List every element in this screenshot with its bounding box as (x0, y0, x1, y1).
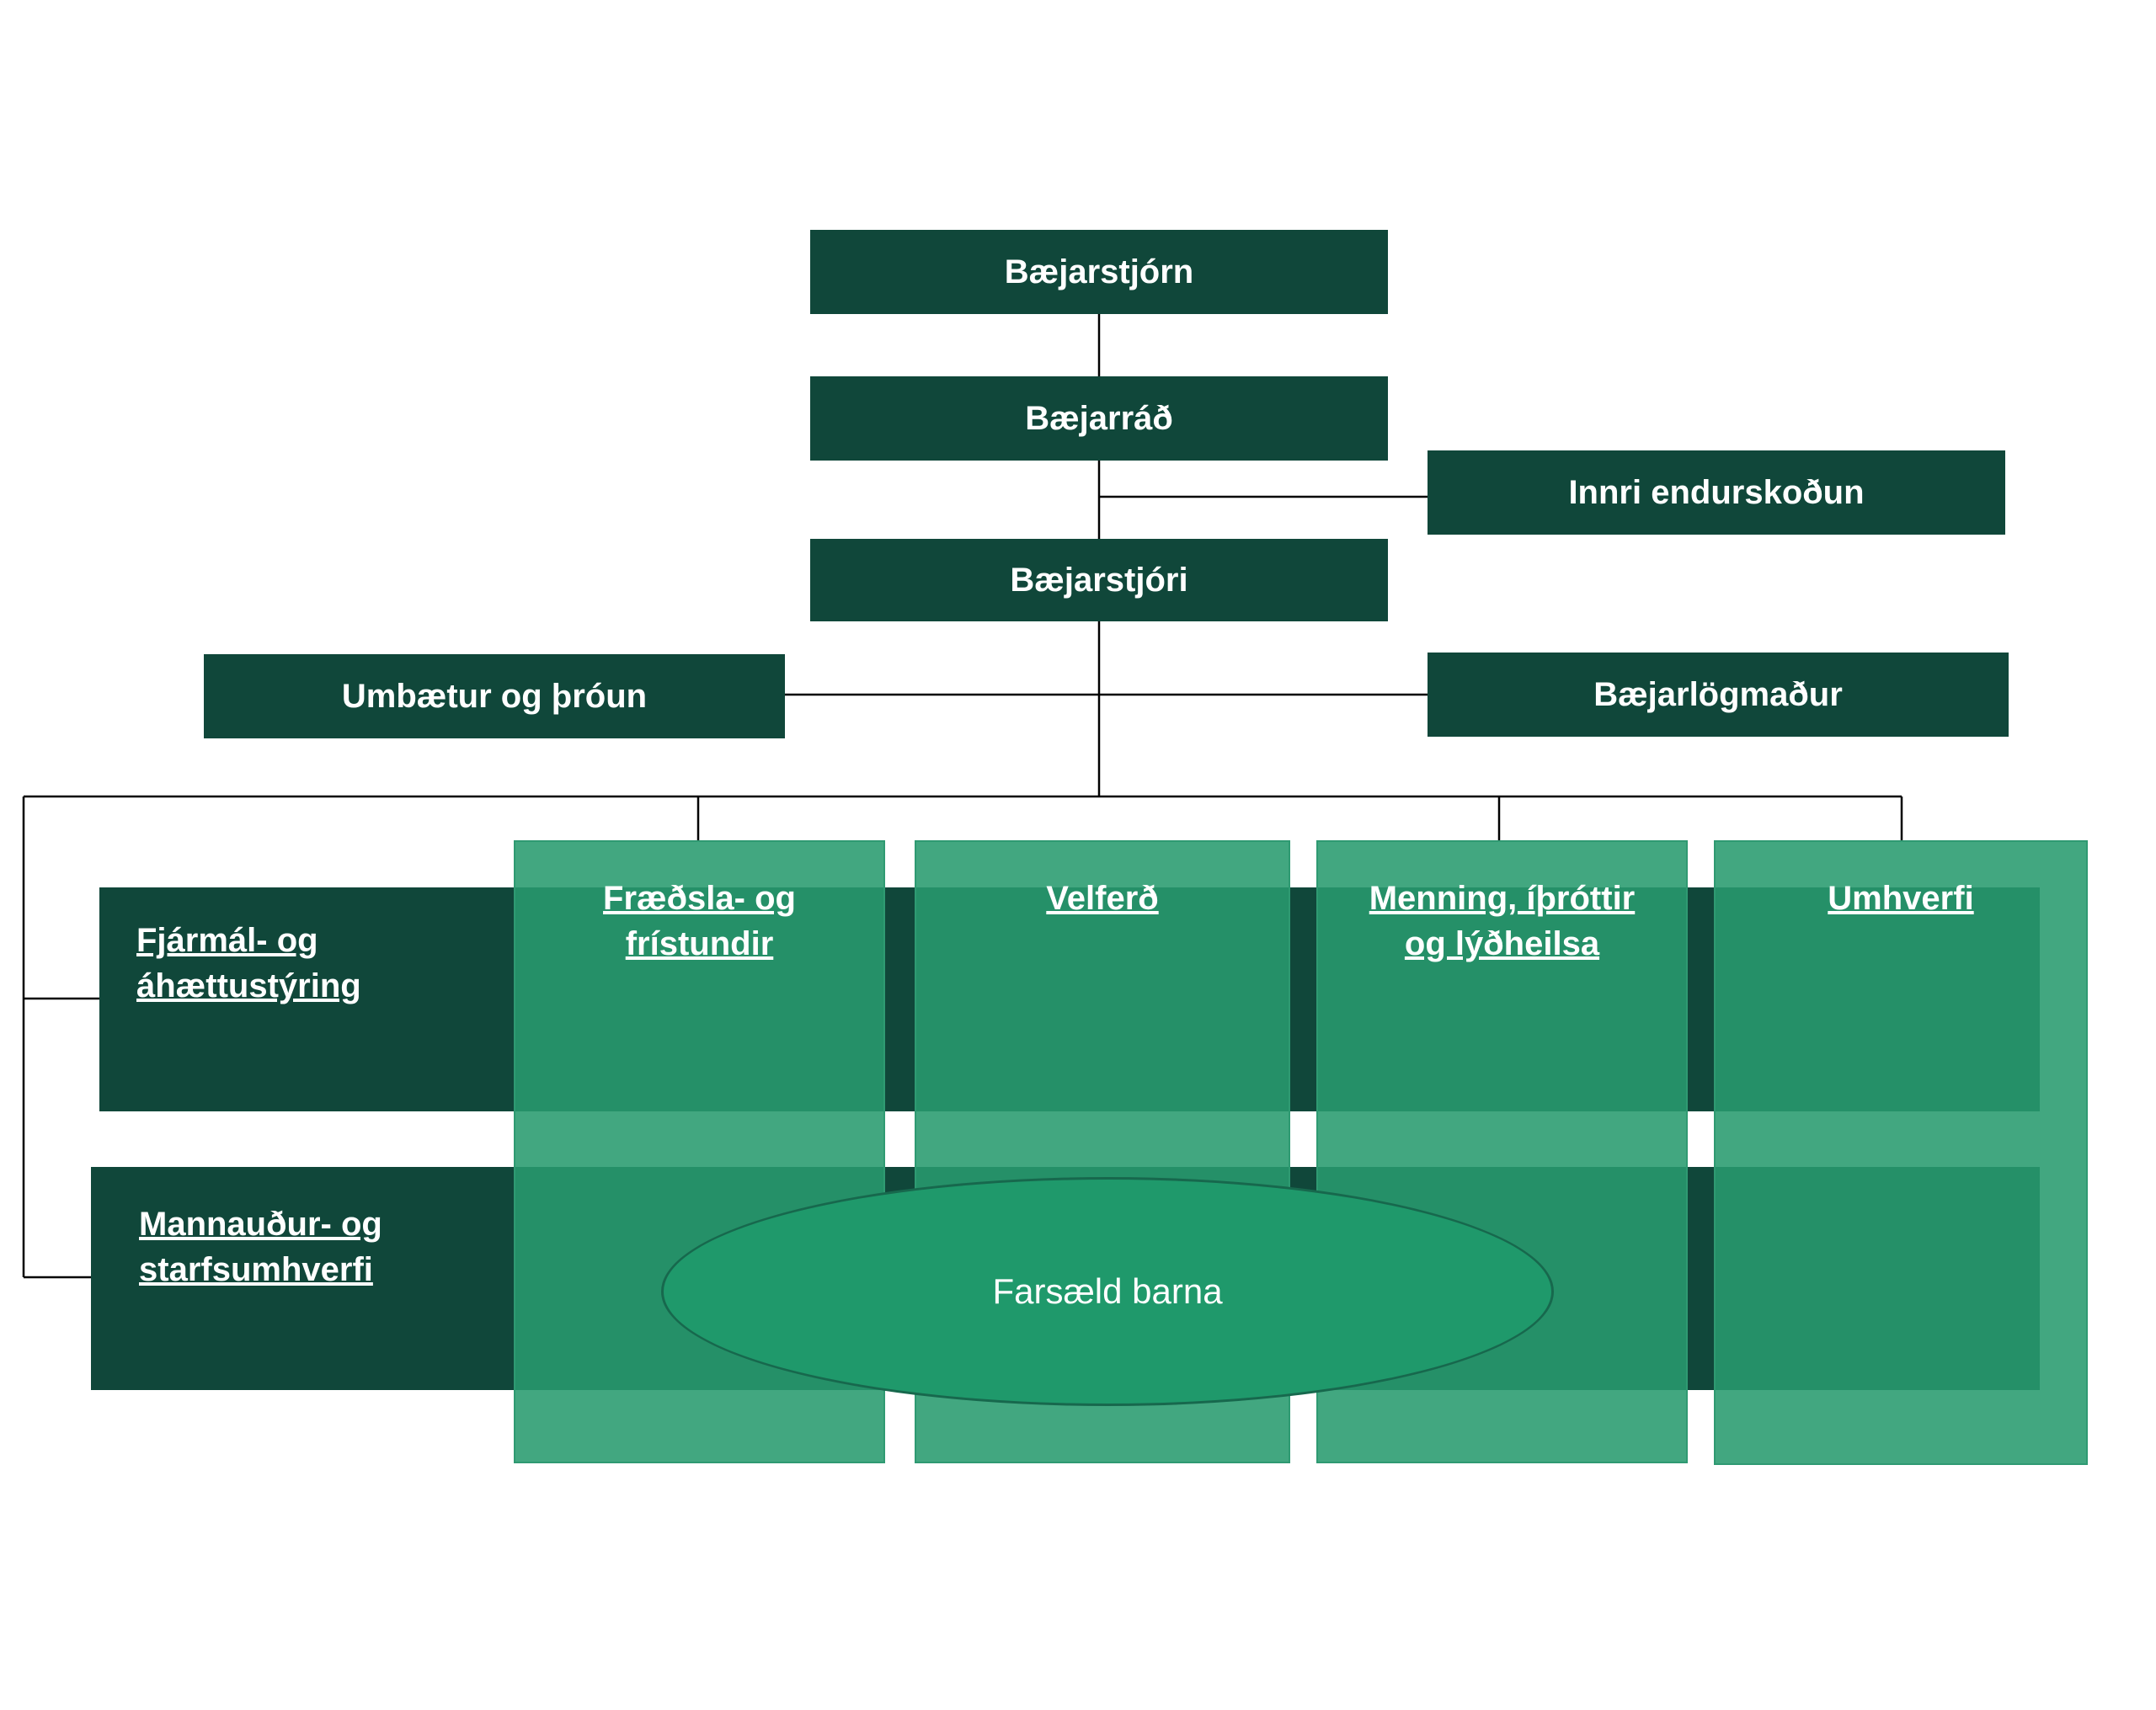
education-title-line2: frístundir (625, 925, 774, 962)
internal-audit-box: Innri endurskoðun (1428, 450, 2005, 535)
council-box: Bæjarstjórn (810, 230, 1388, 314)
culture-title-line1: Menning, íþróttir (1369, 880, 1636, 917)
child-wellbeing-ellipse: Farsæld barna (661, 1177, 1554, 1406)
welfare-title-line1: Velferð (1046, 880, 1159, 917)
board-box: Bæjarráð (810, 376, 1388, 461)
culture-title-line2: og lýðheilsa (1404, 925, 1600, 962)
education-column-title: Fræðsla- og frístundir (515, 876, 883, 967)
hr-row-title: Mannauður- og starfsumhverfi (139, 1201, 382, 1292)
education-title-line1: Fræðsla- og (603, 880, 796, 917)
environment-column-title: Umhverfi (1716, 876, 2086, 921)
hr-row-line2: starfsumhverfi (139, 1251, 373, 1288)
finance-row-title: Fjármál- og áhættustýring (136, 918, 361, 1009)
environment-title-line1: Umhverfi (1828, 880, 1974, 917)
hr-row-line1: Mannauður- og (139, 1206, 382, 1243)
culture-column-title: Menning, íþróttir og lýðheilsa (1318, 876, 1686, 967)
welfare-column-title: Velferð (916, 876, 1289, 921)
child-wellbeing-label: Farsæld barna (992, 1271, 1223, 1311)
environment-column: Umhverfi (1714, 840, 2088, 1465)
improvement-box: Umbætur og þróun (204, 654, 785, 738)
mayor-box: Bæjarstjóri (810, 539, 1388, 621)
finance-row-line1: Fjármál- og (136, 922, 318, 959)
lawyer-box: Bæjarlögmaður (1428, 653, 2009, 737)
finance-row-line2: áhættustýring (136, 967, 361, 1004)
